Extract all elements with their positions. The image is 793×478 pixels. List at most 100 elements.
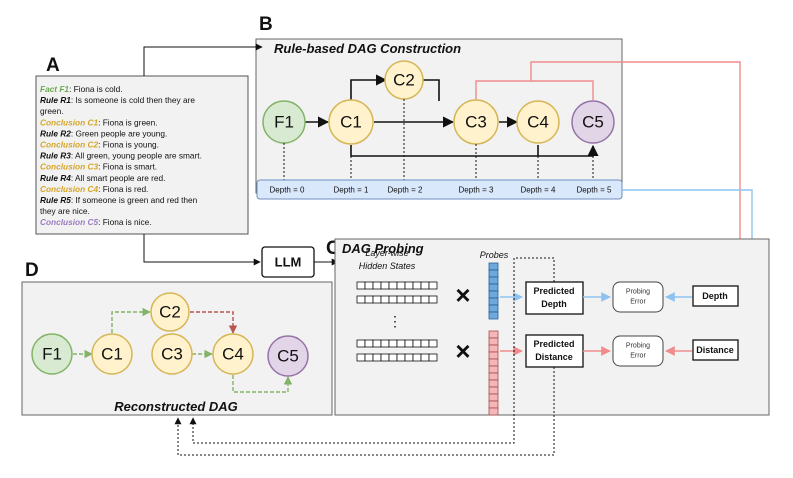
hidden-state-cell xyxy=(420,353,430,362)
probing-error-depth-1: Probing xyxy=(626,289,650,296)
panel-d-title: Reconstructed DAG xyxy=(114,399,238,414)
fact-line: Conclusion C5: Fiona is nice. xyxy=(40,217,152,227)
hidden-state-cell xyxy=(356,339,366,348)
edge-c2-c3-path xyxy=(422,79,440,101)
hidden-state-cell xyxy=(428,281,438,290)
hidden-state-cell xyxy=(388,281,398,290)
probe-vector-distance xyxy=(488,330,499,416)
node-f1: F1 xyxy=(262,100,306,144)
probe-cell xyxy=(488,304,499,313)
hidden-state-cell xyxy=(372,353,382,362)
edge-c1-c2 xyxy=(350,74,388,101)
predicted-distance-line1: Predicted xyxy=(533,339,574,349)
svg-text:C1: C1 xyxy=(101,345,123,364)
panel-d-letter: D xyxy=(25,260,39,281)
probe-cell xyxy=(488,297,499,306)
svg-text:C2: C2 xyxy=(159,303,181,322)
d-node-c4: C4 xyxy=(212,333,254,375)
panel-b-title: Rule-based DAG Construction xyxy=(274,41,461,56)
node-c1: C1 xyxy=(328,99,374,145)
fact-line: they are nice. xyxy=(40,206,90,216)
hidden-state-cell xyxy=(412,353,422,362)
predicted-depth-line2: Depth xyxy=(541,299,567,309)
node-c5: C5 xyxy=(571,100,615,144)
fact-line: Rule R3: All green, young people are sma… xyxy=(40,151,202,161)
hidden-state-cell xyxy=(428,339,438,348)
depth-label-0: Depth = 0 xyxy=(270,186,305,195)
probe-cell xyxy=(488,358,499,367)
hidden-state-cell xyxy=(396,281,406,290)
node-c4: C4 xyxy=(516,100,560,144)
hidden-state-cell xyxy=(356,281,366,290)
times-sign-distance: × xyxy=(455,336,470,366)
svg-text:C5: C5 xyxy=(582,113,604,132)
hidden-state-cell xyxy=(372,281,382,290)
hidden-state-cell xyxy=(420,281,430,290)
fact-line: Rule R4: All smart people are red. xyxy=(40,173,165,183)
probe-cell xyxy=(488,379,499,388)
probing-error-distance-1: Probing xyxy=(626,343,650,350)
d-node-c2: C2 xyxy=(150,292,190,332)
d-edge-c4-c5 xyxy=(232,375,293,393)
depth-labels: Depth = 0 Depth = 1 Depth = 2 Depth = 3 … xyxy=(270,186,612,195)
d-node-f1: F1 xyxy=(31,333,73,375)
probing-error-depth-box xyxy=(612,281,664,313)
hidden-state-cell xyxy=(372,295,382,304)
depth-label-3: Depth = 3 xyxy=(459,186,494,195)
hidden-state-cell xyxy=(372,339,382,348)
distance-box-label: Distance xyxy=(696,345,734,355)
probe-cell xyxy=(488,262,499,271)
fact-line: Rule R2: Green people are young. xyxy=(40,128,167,138)
probe-cell xyxy=(488,290,499,299)
hidden-rows-ellipsis: ⋮ xyxy=(388,313,402,329)
depth-feedback-path xyxy=(189,257,555,444)
hidden-state-cell xyxy=(420,295,430,304)
svg-text:C4: C4 xyxy=(527,113,549,132)
probe-cell xyxy=(488,400,499,409)
panel-b-box xyxy=(255,38,623,194)
probe-cell xyxy=(488,269,499,278)
fact-line: Conclusion C2: Fiona is young. xyxy=(40,140,159,150)
facts-list: Fact F1: Fiona is cold.Rule R1: Is someo… xyxy=(40,84,202,227)
svg-text:C2: C2 xyxy=(393,71,415,90)
hidden-state-cell xyxy=(412,339,422,348)
predicted-depth-line1: Predicted xyxy=(533,286,574,296)
probe-cell xyxy=(488,386,499,395)
hidden-state-cell xyxy=(428,295,438,304)
hidden-state-row xyxy=(356,339,438,348)
depth-label-1: Depth = 1 xyxy=(334,186,369,195)
hidden-state-cell xyxy=(380,295,390,304)
d-node-c5: C5 xyxy=(267,335,309,377)
hidden-states-label-2: Hidden States xyxy=(359,261,416,271)
hidden-state-cell xyxy=(428,353,438,362)
panel-c-title: DAG Probing xyxy=(342,241,424,256)
hidden-state-cell xyxy=(420,339,430,348)
predicted-distance-line2: Distance xyxy=(535,352,573,362)
depth-box-label: Depth xyxy=(702,291,728,301)
hidden-state-cell xyxy=(412,295,422,304)
depth-label-2: Depth = 2 xyxy=(388,186,423,195)
hidden-state-cell xyxy=(380,353,390,362)
svg-text:C5: C5 xyxy=(277,347,299,366)
panel-a-letter: A xyxy=(46,55,60,76)
probe-cell xyxy=(488,393,499,402)
d-edge-c2-c4 xyxy=(190,311,238,334)
svg-text:C1: C1 xyxy=(340,113,362,132)
hidden-state-cell xyxy=(396,353,406,362)
distance-bracket xyxy=(475,80,594,100)
fact-line: Conclusion C4: Fiona is red. xyxy=(40,184,148,194)
hidden-state-cell xyxy=(396,295,406,304)
predicted-distance-box xyxy=(525,334,584,368)
hidden-state-cell xyxy=(404,353,414,362)
node-c2: C2 xyxy=(384,60,424,100)
depth-box xyxy=(692,285,739,307)
depth-label-4: Depth = 4 xyxy=(521,186,556,195)
distance-feedback-path xyxy=(174,367,555,456)
llm-label: LLM xyxy=(275,255,302,270)
probe-cell xyxy=(488,407,499,416)
probes-label: Probes xyxy=(480,250,509,260)
fact-line: Rule R5: If someone is green and red the… xyxy=(40,195,198,205)
hidden-state-cell xyxy=(356,295,366,304)
panel-c-box xyxy=(334,238,770,416)
